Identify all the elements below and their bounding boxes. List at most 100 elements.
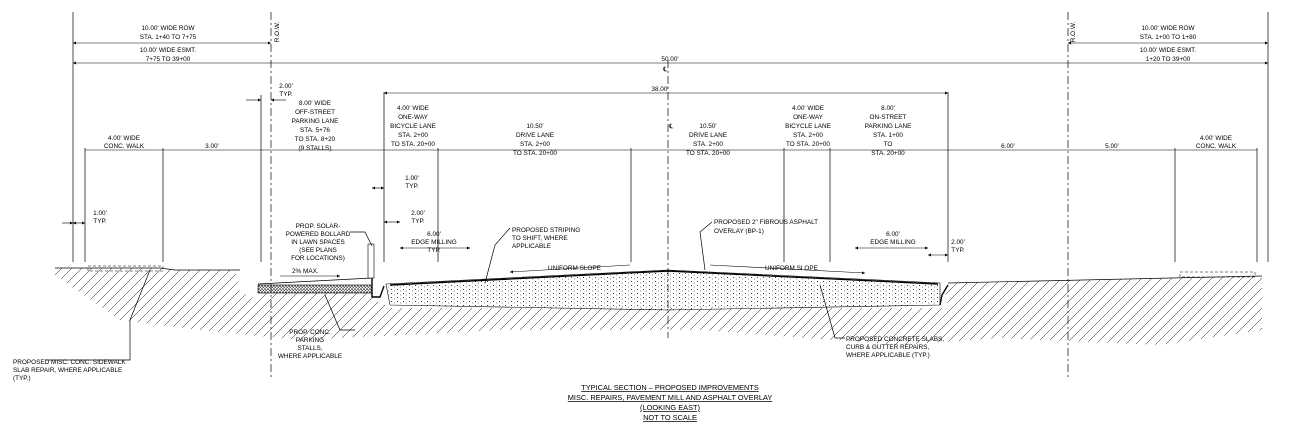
esmt-left-label: 10.00' WIDE ESMT.	[140, 47, 196, 54]
edge-milling-left: EDGE MILLING	[411, 239, 456, 246]
dim-6-edge-left: 6.00'	[427, 231, 441, 238]
sidewalk-note-3: (TYP.)	[13, 375, 31, 382]
striping-note-2: TO SHIFT, WHERE	[512, 235, 568, 242]
esmt-left-station: 7+75 TO 39+00	[146, 56, 191, 63]
typ-curb-right: TYP.	[951, 247, 965, 254]
offstreet-label-3: PARKING LANE	[292, 118, 339, 125]
uniform-slope-left: UNIFORM SLOPE	[548, 265, 601, 272]
bollard-note-3: IN LAWN SPACES	[291, 239, 345, 246]
stalls-note-3: STALLS,	[297, 345, 322, 352]
offstreet-label-5: TO STA. 8+20	[295, 136, 336, 143]
dim-1-typ: 1.00'	[93, 210, 107, 217]
title-line-3: (LOOKING EAST)	[640, 403, 700, 412]
uniform-slope-right: UNIFORM SLOPE	[765, 265, 818, 272]
parking-surface	[257, 277, 373, 285]
dim-3: 3.00'	[205, 143, 219, 150]
slabs-note-1: PROPOSED CONCRETE SLABS,	[846, 336, 944, 343]
walk-right-1: 4.00' WIDE	[1200, 135, 1232, 142]
dim-38: 38.00'	[651, 86, 668, 93]
pavement-base	[385, 269, 941, 311]
stalls-note-4: WHERE APPLICABLE	[278, 353, 342, 360]
overlay-note-1: PROPOSED 2" FIBROUS ASPHALT	[714, 219, 818, 226]
bike-right-2: ONE-WAY	[793, 114, 824, 121]
solar-bollard	[367, 243, 375, 279]
ground-section	[55, 243, 1263, 345]
esmt-right-label: 10.00' WIDE ESMT.	[1140, 47, 1196, 54]
centerline-symbol-2: ℄	[668, 123, 673, 130]
typ-bollard: TYP.	[405, 183, 419, 190]
dim-50: 50.00'	[661, 56, 678, 63]
typ-curb-left: TYP.	[411, 218, 425, 225]
slope-2-max: 2% MAX.	[292, 268, 319, 275]
onstreet-2: ON-STREET	[870, 114, 907, 121]
onstreet-1: 8.00'	[881, 105, 895, 112]
offstreet-label-1: 8.00' WIDE	[299, 100, 331, 107]
right-sidewalk-slab	[1179, 271, 1256, 278]
left-ground-line	[55, 267, 240, 271]
bike-left-2: ONE-WAY	[398, 114, 429, 121]
drive-right-2: DRIVE LANE	[689, 132, 727, 139]
striping-note-3: APPLICABLE	[512, 243, 551, 250]
row-right-station: STA. 1+00 TO 1+80	[1140, 34, 1197, 41]
dim-6-edge-right: 6.00'	[886, 231, 900, 238]
centerline-symbol: ℄	[662, 66, 667, 73]
slabs-note-3: WHERE APPLICABLE (TYP.)	[846, 352, 930, 359]
offstreet-label-2: OFF-STREET	[295, 109, 335, 116]
typ-left: TYP.	[279, 91, 293, 98]
right-curb	[939, 284, 949, 306]
typ-1: TYP.	[93, 218, 107, 225]
title-line-4: NOT TO SCALE	[643, 413, 697, 422]
bike-left-4: STA. 2+00	[398, 132, 428, 139]
sidewalk-note-1: PROPOSED MISC. CONC. SIDEWALK	[13, 359, 126, 366]
vertical-lines	[72, 12, 1269, 378]
dim-5: 5.00'	[1105, 143, 1119, 150]
bollard-note-5: FOR LOCATIONS)	[291, 255, 345, 262]
walk-left-2: CONC. WALK	[104, 143, 145, 150]
bike-left-3: BICYCLE LANE	[390, 123, 436, 130]
title-line-2: MISC. REPAIRS, PAVEMENT MILL AND ASPHALT…	[568, 393, 773, 402]
dimension-lines	[62, 41, 1268, 278]
drive-left-4: TO STA. 20+00	[513, 150, 557, 157]
stalls-note-2: PARKING	[296, 337, 324, 344]
drive-right-4: TO STA. 20+00	[686, 150, 730, 157]
overlay-note-2: OVERLAY (BP-1)	[714, 228, 764, 235]
row-left-label: 10.00' WIDE ROW	[141, 25, 195, 32]
onstreet-3: PARKING LANE	[865, 123, 912, 130]
walk-left-1: 4.00' WIDE	[108, 135, 140, 142]
bollard-note-2: POWERED BOLLARD	[286, 231, 351, 238]
bike-right-3: BICYCLE LANE	[785, 123, 831, 130]
title-block: TYPICAL SECTION – PROPOSED IMPROVEMENTS …	[568, 383, 773, 422]
leader-lines	[45, 221, 845, 361]
row-right-label: 10.00' WIDE ROW	[1141, 25, 1195, 32]
edge-milling-right: EDGE MILLING	[870, 239, 915, 246]
bollard-note-1: PROP. SOLAR-	[296, 223, 341, 230]
left-sidewalk-slab	[87, 265, 164, 272]
dim-2-typ-left: 2.00'	[279, 83, 293, 90]
stalls-note-1: PROP. CONC.	[289, 329, 331, 336]
dim-1-bollard: 1.00'	[405, 175, 419, 182]
bollard-note-4: (SEE PLANS	[299, 247, 337, 254]
typ-edge-left: TYP.	[427, 247, 441, 254]
onstreet-6: STA. 20+00	[871, 150, 905, 157]
drive-left-1: 10.50'	[526, 123, 543, 130]
esmt-right-station: 1+20 TO 39+00	[1146, 56, 1191, 63]
bike-left-1: 4.00' WIDE	[397, 105, 429, 112]
drive-left-3: STA. 2+00	[520, 141, 550, 148]
onstreet-5: TO	[884, 141, 893, 148]
parking-stall-slab	[257, 284, 373, 294]
striping-note-1: PROPOSED STRIPING	[512, 227, 580, 234]
bike-right-5: TO STA. 20+00	[786, 141, 830, 148]
row-left-station: STA. 1+40 TO 7+75	[140, 34, 197, 41]
drive-right-1: 10.50'	[699, 123, 716, 130]
bike-right-4: STA. 2+00	[793, 132, 823, 139]
offstreet-label-4: STA. 5+76	[300, 127, 330, 134]
walk-right-2: CONC. WALK	[1196, 143, 1237, 150]
bike-right-1: 4.00' WIDE	[792, 105, 824, 112]
bike-left-5: TO STA. 20+00	[391, 141, 435, 148]
onstreet-4: STA. 1+00	[873, 132, 903, 139]
drive-left-2: DRIVE LANE	[516, 132, 554, 139]
sidewalk-note-2: SLAB REPAIR, WHERE APPLICABLE	[13, 367, 122, 374]
drive-right-3: STA. 2+00	[693, 141, 723, 148]
dim-2-curb-right: 2.00'	[951, 239, 965, 246]
